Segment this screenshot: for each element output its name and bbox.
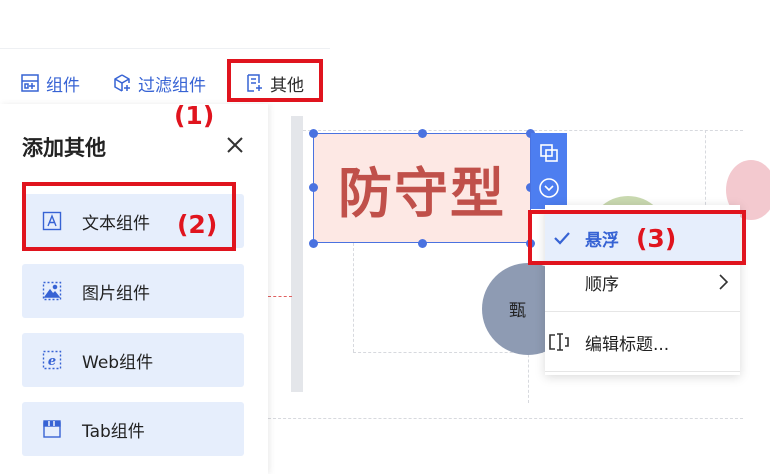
annotation-box-3 [528, 210, 746, 265]
image-widget-button[interactable]: 图片组件 [22, 264, 244, 318]
other-tab-label: 其他 [270, 75, 304, 96]
image-widget-label: 图片组件 [82, 283, 150, 304]
add-other-panel: 添加其他 文本组件 图片组件 e Web组件 Tab组件 [0, 104, 268, 474]
menu-item-edit-title[interactable]: 编辑标题... [545, 317, 740, 367]
menu-item-float-label: 悬浮 [585, 230, 619, 251]
text-box-icon [42, 211, 62, 231]
widgets-tab[interactable]: 组件 [20, 71, 80, 96]
resize-handle[interactable] [526, 129, 535, 138]
tab-widget-label: Tab组件 [82, 421, 145, 442]
menu-divider [545, 311, 740, 312]
resize-handle[interactable] [309, 183, 318, 192]
resize-handle[interactable] [526, 183, 535, 192]
web-widget-button[interactable]: e Web组件 [22, 333, 244, 387]
annotation-box-1 [227, 59, 323, 102]
close-icon[interactable] [222, 132, 248, 158]
annotation-label-3: (3) [636, 224, 677, 253]
annotation-label-1: (1) [174, 101, 215, 130]
filter-widgets-tab-label: 过滤组件 [138, 75, 206, 96]
web-icon: e [42, 350, 62, 370]
grid-guide [268, 418, 743, 419]
document-add-icon [247, 74, 262, 92]
image-icon [42, 281, 62, 301]
panel-title: 添加其他 [22, 136, 106, 160]
grid-guide [303, 130, 743, 131]
annotation-label-2: (2) [177, 210, 218, 239]
canvas-scrollbar[interactable] [291, 116, 303, 392]
text-widget-button[interactable]: 文本组件 [22, 194, 244, 248]
add-widget-icon [21, 74, 39, 92]
chevron-right-icon [719, 274, 729, 290]
menu-item-order[interactable]: 顺序 [545, 257, 740, 307]
widgets-tab-label: 组件 [46, 75, 80, 96]
resize-handle[interactable] [418, 129, 427, 138]
web-widget-label: Web组件 [82, 352, 154, 373]
check-icon [554, 232, 570, 245]
tab-widget-button[interactable]: Tab组件 [22, 402, 244, 456]
cube-add-icon [114, 74, 130, 92]
menu-divider [545, 371, 740, 372]
resize-handle[interactable] [309, 239, 318, 248]
edit-title-icon [549, 333, 569, 351]
grid-guide [353, 352, 543, 353]
widget-side-toolbar [531, 133, 567, 209]
text-widget-content: 防守型 [338, 160, 506, 225]
resize-handle[interactable] [309, 129, 318, 138]
grid-guide [705, 130, 706, 210]
tab-icon [43, 420, 61, 438]
other-tab[interactable]: 其他 [244, 71, 304, 96]
text-widget-label: 文本组件 [82, 213, 150, 234]
bubble-label: 甄 [509, 301, 526, 321]
red-guide-line [268, 296, 292, 297]
filter-widgets-tab[interactable]: 过滤组件 [112, 71, 206, 96]
top-toolbar: 组件 过滤组件 其他 [0, 48, 330, 105]
annotation-box-2 [22, 182, 236, 251]
chevron-down-circle-icon[interactable] [538, 177, 560, 199]
menu-item-edit-title-label: 编辑标题... [585, 334, 670, 355]
copy-icon[interactable] [538, 142, 560, 164]
text-widget-selected[interactable]: 防守型 [313, 133, 531, 243]
menu-item-float[interactable]: 悬浮 [545, 213, 740, 263]
context-menu: 悬浮 顺序 编辑标题... [545, 205, 740, 375]
resize-handle[interactable] [418, 239, 427, 248]
svg-text:e: e [48, 354, 56, 369]
menu-item-order-label: 顺序 [585, 274, 619, 295]
grid-guide [353, 243, 354, 352]
